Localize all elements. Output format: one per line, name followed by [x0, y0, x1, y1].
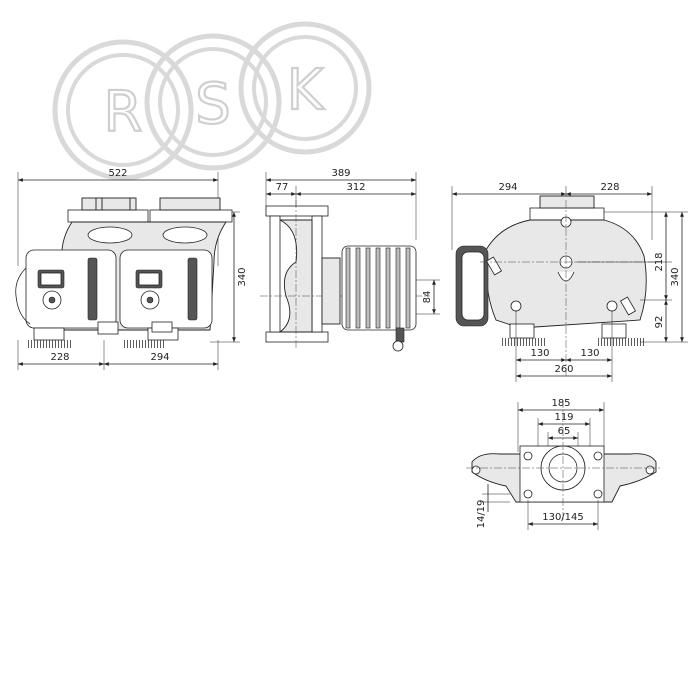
- bottom-view: 185 119 65 14/19 130/145: [466, 398, 662, 530]
- dim-label-130-rear-right: 130: [580, 348, 599, 359]
- dim-label-260: 260: [554, 364, 573, 375]
- dim-label-130-145: 130/145: [542, 512, 584, 523]
- dim-label-14-19: 14/19: [476, 500, 487, 529]
- dim-label-77: 77: [276, 182, 289, 193]
- dim-label-130-rear-left: 130: [530, 348, 549, 359]
- front-view: 522 340: [15, 168, 248, 370]
- watermark-ring-r: [52, 39, 194, 181]
- dim-label-522: 522: [108, 168, 127, 179]
- watermark-ring-s-inner: [158, 47, 268, 157]
- watermark-letter-r: R: [104, 80, 143, 145]
- front-motor-left: [25, 249, 117, 329]
- rear-view: 294 228 218 92 340: [451, 182, 688, 382]
- dim-label-294-front: 294: [150, 352, 169, 363]
- dim-label-119: 119: [554, 412, 573, 423]
- dim-label-92: 92: [654, 316, 665, 329]
- dim-label-340-front: 340: [237, 267, 248, 286]
- watermark-letter-s: S: [195, 72, 231, 137]
- dim-label-185: 185: [551, 398, 570, 409]
- front-motor-right: [119, 249, 213, 329]
- watermark-ring-k: [238, 21, 372, 155]
- watermark-ring-s: [144, 33, 282, 171]
- side-view: 389 77 312 84: [260, 168, 440, 352]
- dim-label-389: 389: [331, 168, 350, 179]
- dim-label-228-rear: 228: [600, 182, 619, 193]
- dim-label-228-front: 228: [50, 352, 69, 363]
- dim-label-340-rear: 340: [670, 267, 681, 286]
- watermark-ring-r-inner: [66, 53, 180, 167]
- watermark-letter-k: K: [287, 58, 325, 123]
- dim-label-312: 312: [346, 182, 365, 193]
- watermark-ring-k-inner: [252, 35, 358, 141]
- dim-label-84: 84: [422, 291, 433, 304]
- dim-label-294-rear: 294: [498, 182, 517, 193]
- dim-label-65: 65: [558, 426, 571, 437]
- watermark-logo: R S K: [52, 21, 372, 181]
- dim-label-218: 218: [654, 252, 665, 271]
